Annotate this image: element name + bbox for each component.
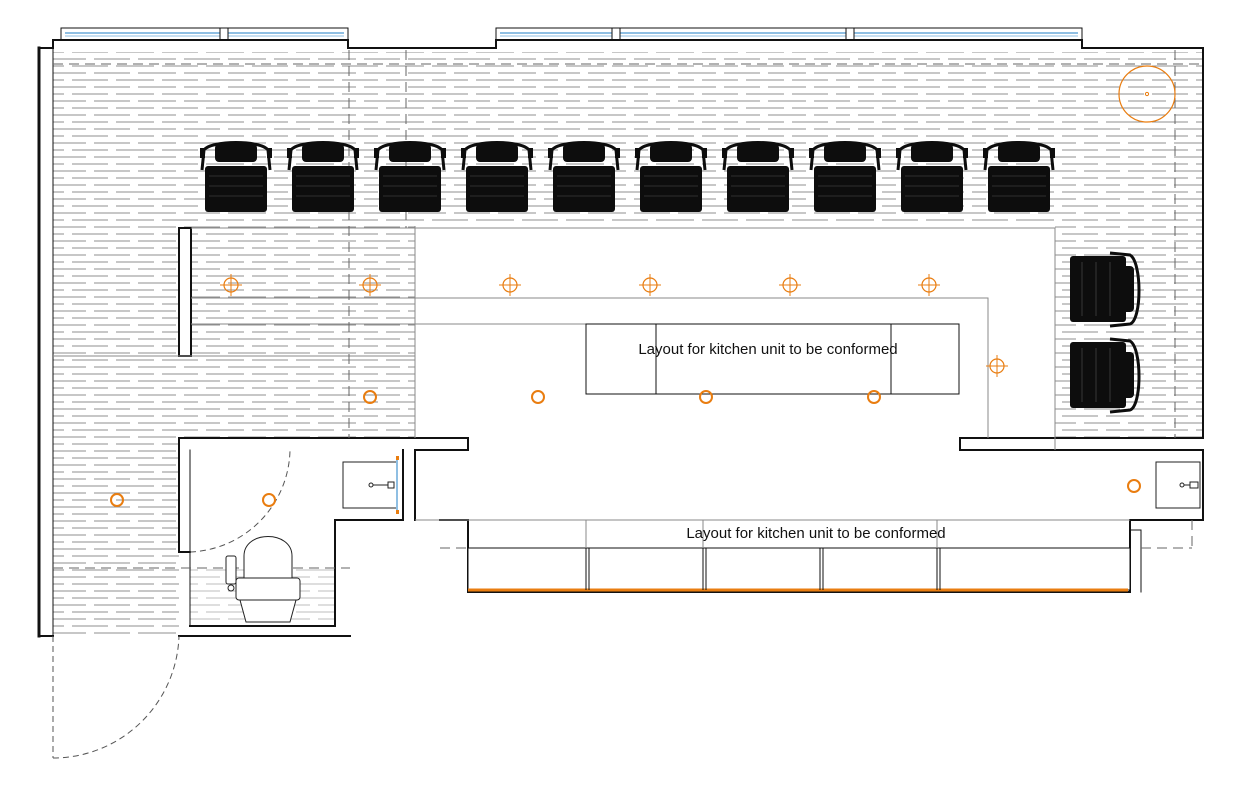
armchair-icon <box>1070 251 1141 328</box>
circle-light-icon <box>1127 479 1141 493</box>
armchair-icon <box>374 141 446 212</box>
toilet-icon <box>225 536 301 623</box>
circle-light-icon <box>867 390 881 404</box>
chairs-side-column <box>1070 251 1141 414</box>
round-table-icon <box>1118 65 1176 123</box>
doors <box>52 449 291 759</box>
crosshair-light-icon <box>220 274 242 296</box>
armchair-icon <box>461 141 533 212</box>
crosshair-light-icon <box>499 274 521 296</box>
kitchen-island-label: Layout for kitchen unit to be conformed <box>638 341 897 358</box>
crosshair-light-icon <box>359 274 381 296</box>
kitchen-counter-label: Layout for kitchen unit to be conformed <box>686 525 945 542</box>
armchair-icon <box>722 141 794 212</box>
circle-light-icon <box>110 493 124 507</box>
armchair-icon <box>635 141 707 212</box>
circle-light-icon <box>699 390 713 404</box>
armchair-icon <box>200 141 272 212</box>
chairs-top-row <box>200 141 1055 212</box>
circle-light-icon <box>262 493 276 507</box>
pendant-lights <box>220 274 1008 377</box>
kitchen-counter: Layout for kitchen unit to be conformed <box>467 520 1131 592</box>
crosshair-light-icon <box>986 355 1008 377</box>
armchair-icon <box>983 141 1055 212</box>
armchair-icon <box>1070 337 1141 414</box>
layout-lines <box>53 226 1130 521</box>
armchair-icon <box>287 141 359 212</box>
crosshair-light-icon <box>639 274 661 296</box>
crosshair-light-icon <box>779 274 801 296</box>
downlights <box>110 390 1141 507</box>
armchair-icon <box>809 141 881 212</box>
armchair-icon <box>548 141 620 212</box>
windows <box>60 27 1083 41</box>
wash-basin-icon <box>342 456 399 514</box>
wash-basin-icon <box>1155 461 1201 509</box>
circle-light-icon <box>531 390 545 404</box>
circle-light-icon <box>363 390 377 404</box>
armchair-icon <box>896 141 968 212</box>
kitchen-island: Layout for kitchen unit to be conformed <box>585 323 960 395</box>
crosshair-light-icon <box>918 274 940 296</box>
